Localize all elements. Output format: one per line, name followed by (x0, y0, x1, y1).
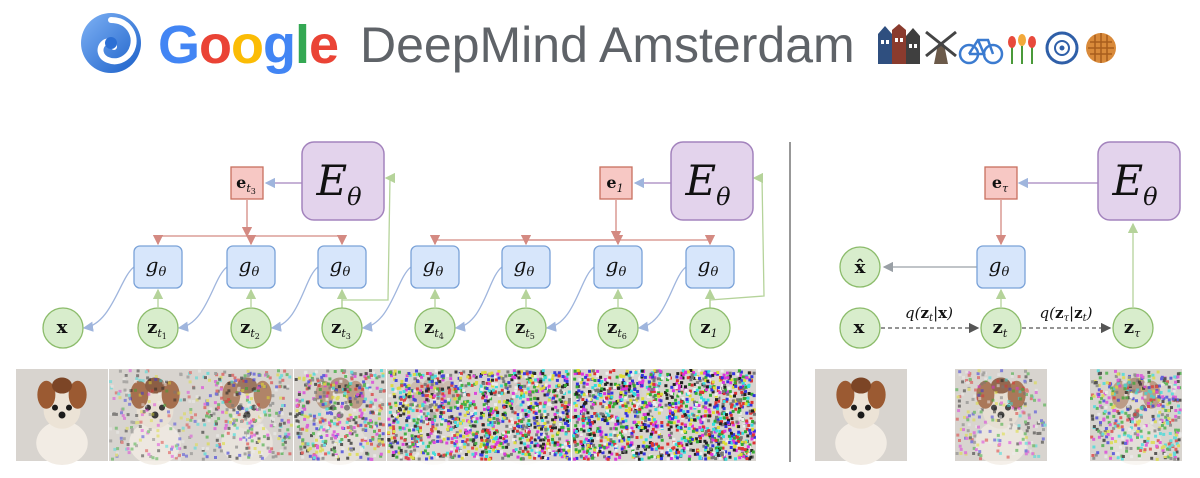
latent-label: zt6 (607, 317, 627, 341)
embedding-label: e1 (606, 173, 623, 195)
latent-label: x (57, 317, 68, 338)
transition-label: q(zτ|zt) (1039, 304, 1092, 324)
noisy-dog-image (294, 369, 386, 465)
encoder-label: Eθ (1111, 156, 1158, 211)
embedding-e-t3: et3 (230, 166, 264, 200)
decoder-label: gθ (423, 253, 444, 280)
amsterdam-emoji-strip (878, 24, 1116, 65)
noisy-dog-image (955, 369, 1047, 465)
latent-node: zt (980, 307, 1022, 349)
transition-label: q(zt|x) (905, 304, 953, 324)
noisy-dog-image (664, 369, 756, 461)
latent-to-encoder-arrow (341, 172, 396, 308)
embed-to-decoder-arrow (520, 234, 616, 246)
latent-label: zt5 (515, 317, 535, 341)
bicycle-icon (958, 38, 1004, 65)
latent-label: zt3 (331, 317, 351, 341)
decoder-to-latent-arrow (637, 266, 687, 332)
latent-label: zt (993, 317, 1008, 340)
latent-label: x (854, 317, 865, 338)
google-letter: e (309, 15, 339, 75)
canal-houses-icon (878, 24, 920, 64)
google-letter: G (158, 15, 200, 75)
decoder-to-latent-arrow (361, 266, 412, 332)
latent-label: zt1 (147, 317, 167, 341)
decoder-to-latent-arrow (454, 266, 503, 332)
encoder-e-theta: Eθ (1097, 141, 1181, 221)
latent-label: zτ (1124, 317, 1141, 340)
decoder-g-theta: gθ (501, 245, 551, 289)
decoder-label: gθ (239, 253, 260, 280)
decoder-to-latent-arrow (82, 266, 135, 332)
google-letter: o (199, 15, 232, 75)
x-hat-label: x̂ (855, 257, 866, 278)
noisy-dog-image (1090, 369, 1182, 465)
decoder-g-theta: gθ (226, 245, 276, 289)
delft-plate-icon (1045, 31, 1079, 65)
latent-node: x (839, 307, 881, 349)
google-wordmark: Google (158, 12, 339, 78)
latent-node: zτ (1112, 307, 1154, 349)
windmill-icon (925, 30, 957, 64)
stroopwafel-icon (1086, 33, 1116, 63)
decoder-label: gθ (330, 253, 351, 280)
decoder-to-latent-arrow (177, 266, 228, 332)
decoder-g-theta: gθ (133, 245, 183, 289)
embed-to-decoder-arrow (152, 234, 247, 246)
google-letter: o (231, 15, 264, 75)
google-letter: l (295, 15, 310, 75)
latent-node: zt4 (414, 307, 456, 349)
brand-subtitle: DeepMind Amsterdam (360, 17, 855, 73)
noisy-dog-image (109, 369, 201, 465)
decoder-label: gθ (698, 253, 719, 280)
decoder-to-latent-arrow (270, 266, 319, 332)
latent-node: zt3 (321, 307, 363, 349)
embed-to-decoder-arrow (245, 234, 257, 246)
latent-label: zt4 (424, 317, 444, 341)
deepmind-swirl-icon (81, 13, 141, 73)
google-letter: g (263, 15, 296, 75)
noisy-dog-image (572, 369, 664, 461)
reconstruction-node: x̂ (839, 246, 881, 288)
embedding-label: et3 (236, 173, 256, 196)
embed-to-decoder-arrow (616, 234, 716, 246)
embedding-e-tau: eτ (984, 166, 1018, 200)
latent-node: z1 (689, 307, 731, 349)
latent-node: zt6 (597, 307, 639, 349)
decoder-label: gθ (606, 253, 627, 280)
noisy-dog-image (201, 369, 293, 465)
noisy-dog-image (815, 369, 907, 465)
decoder-g-theta: gθ (410, 245, 460, 289)
embed-to-decoder-arrow (247, 234, 348, 246)
latent-label: z1 (700, 317, 717, 340)
header: Google DeepMind Amsterdam (0, 0, 1200, 90)
latent-label: zt2 (240, 317, 260, 341)
tulips-icon (1008, 34, 1036, 64)
latent-node: x (42, 307, 84, 349)
latent-node: zt5 (505, 307, 547, 349)
latent-to-encoder-arrow (709, 172, 765, 308)
decoder-g-theta: gθ (685, 245, 735, 289)
encoder-e-theta: Eθ (301, 141, 385, 221)
encoder-label: Eθ (684, 156, 731, 211)
noisy-dog-image (16, 369, 108, 465)
noisy-dog-image (479, 369, 571, 465)
encoder-e-theta: Eθ (670, 141, 754, 221)
decoder-to-latent-arrow (545, 266, 595, 332)
embedding-e-1: e1 (599, 166, 633, 200)
decoder-label: gθ (514, 253, 535, 280)
embedding-label: eτ (992, 173, 1009, 195)
decoder-g-theta: gθ (317, 245, 367, 289)
decoder-g-theta: gθ (976, 245, 1026, 289)
latent-node: zt1 (137, 307, 179, 349)
latent-node: zt2 (230, 307, 272, 349)
noisy-dog-image (387, 369, 479, 465)
encoder-label: Eθ (315, 156, 362, 211)
decoder-label: gθ (989, 253, 1010, 280)
decoder-label: gθ (146, 253, 167, 280)
decoder-g-theta: gθ (593, 245, 643, 289)
